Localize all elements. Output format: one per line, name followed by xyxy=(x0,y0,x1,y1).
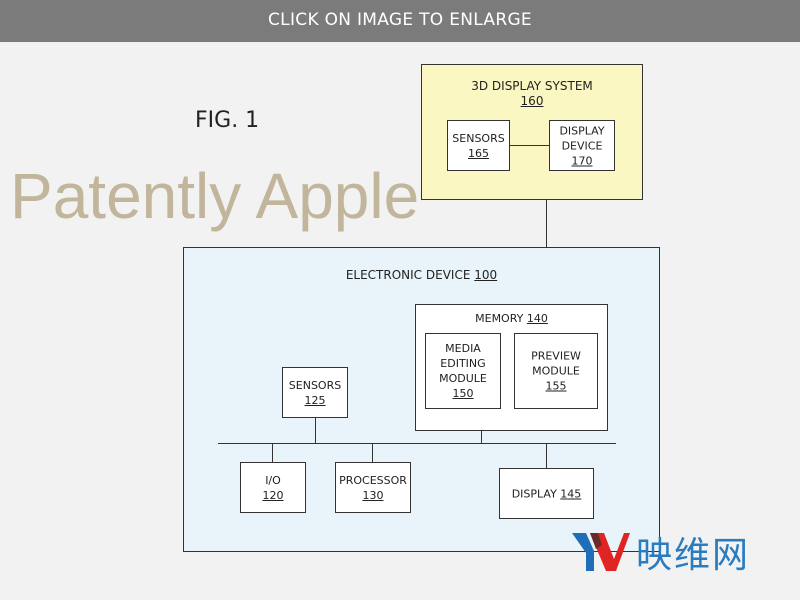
label: MODULE xyxy=(439,372,487,385)
figure-label: FIG. 1 xyxy=(195,108,260,133)
num: 150 xyxy=(452,387,474,400)
connector xyxy=(272,443,273,462)
num: 145 xyxy=(560,487,582,500)
label: SENSORS xyxy=(452,131,505,145)
num: 140 xyxy=(526,312,548,325)
display-145-box: DISPLAY 145 xyxy=(499,468,594,519)
label: MODULE xyxy=(532,364,580,378)
label: I/O xyxy=(265,473,281,487)
yv-logo-icon xyxy=(572,533,630,571)
label: DEVICE xyxy=(561,139,603,152)
connector xyxy=(509,145,549,146)
connector xyxy=(546,199,547,247)
label: MEMORY xyxy=(475,312,524,325)
connector xyxy=(481,430,482,443)
watermark: Patently Apple xyxy=(10,160,420,232)
device-title: ELECTRONIC DEVICE 100 xyxy=(184,268,659,283)
num: 130 xyxy=(362,488,384,502)
connector xyxy=(546,443,547,468)
logo-text: 映维网 xyxy=(636,535,751,576)
bus-line xyxy=(218,443,616,444)
media-editing-module-box: MEDIA EDITING MODULE 150 xyxy=(425,333,501,409)
label: PREVIEW xyxy=(531,349,581,363)
num: 120 xyxy=(262,488,284,502)
device-title-text: ELECTRONIC DEVICE xyxy=(345,268,471,282)
yivian-logo: 映维网 xyxy=(572,526,750,578)
label: MEDIA xyxy=(445,342,481,355)
num: 125 xyxy=(304,393,326,407)
label: EDITING xyxy=(440,357,486,370)
connector xyxy=(372,443,373,462)
num: 165 xyxy=(468,146,489,160)
display-device-170-box: DISPLAY DEVICE 170 xyxy=(549,120,615,171)
label: SENSORS xyxy=(288,378,342,392)
label: PROCESSOR xyxy=(339,473,407,487)
device-num: 100 xyxy=(474,268,498,282)
num: 170 xyxy=(571,154,593,167)
label: DISPLAY xyxy=(511,487,557,500)
label: DISPLAY xyxy=(559,124,605,137)
system-title-text: 3D DISPLAY SYSTEM xyxy=(471,79,593,93)
connector xyxy=(315,417,316,443)
enlarge-banner[interactable]: CLICK ON IMAGE TO ENLARGE xyxy=(0,0,800,42)
system-num: 160 xyxy=(520,94,544,108)
num: 155 xyxy=(545,379,567,393)
